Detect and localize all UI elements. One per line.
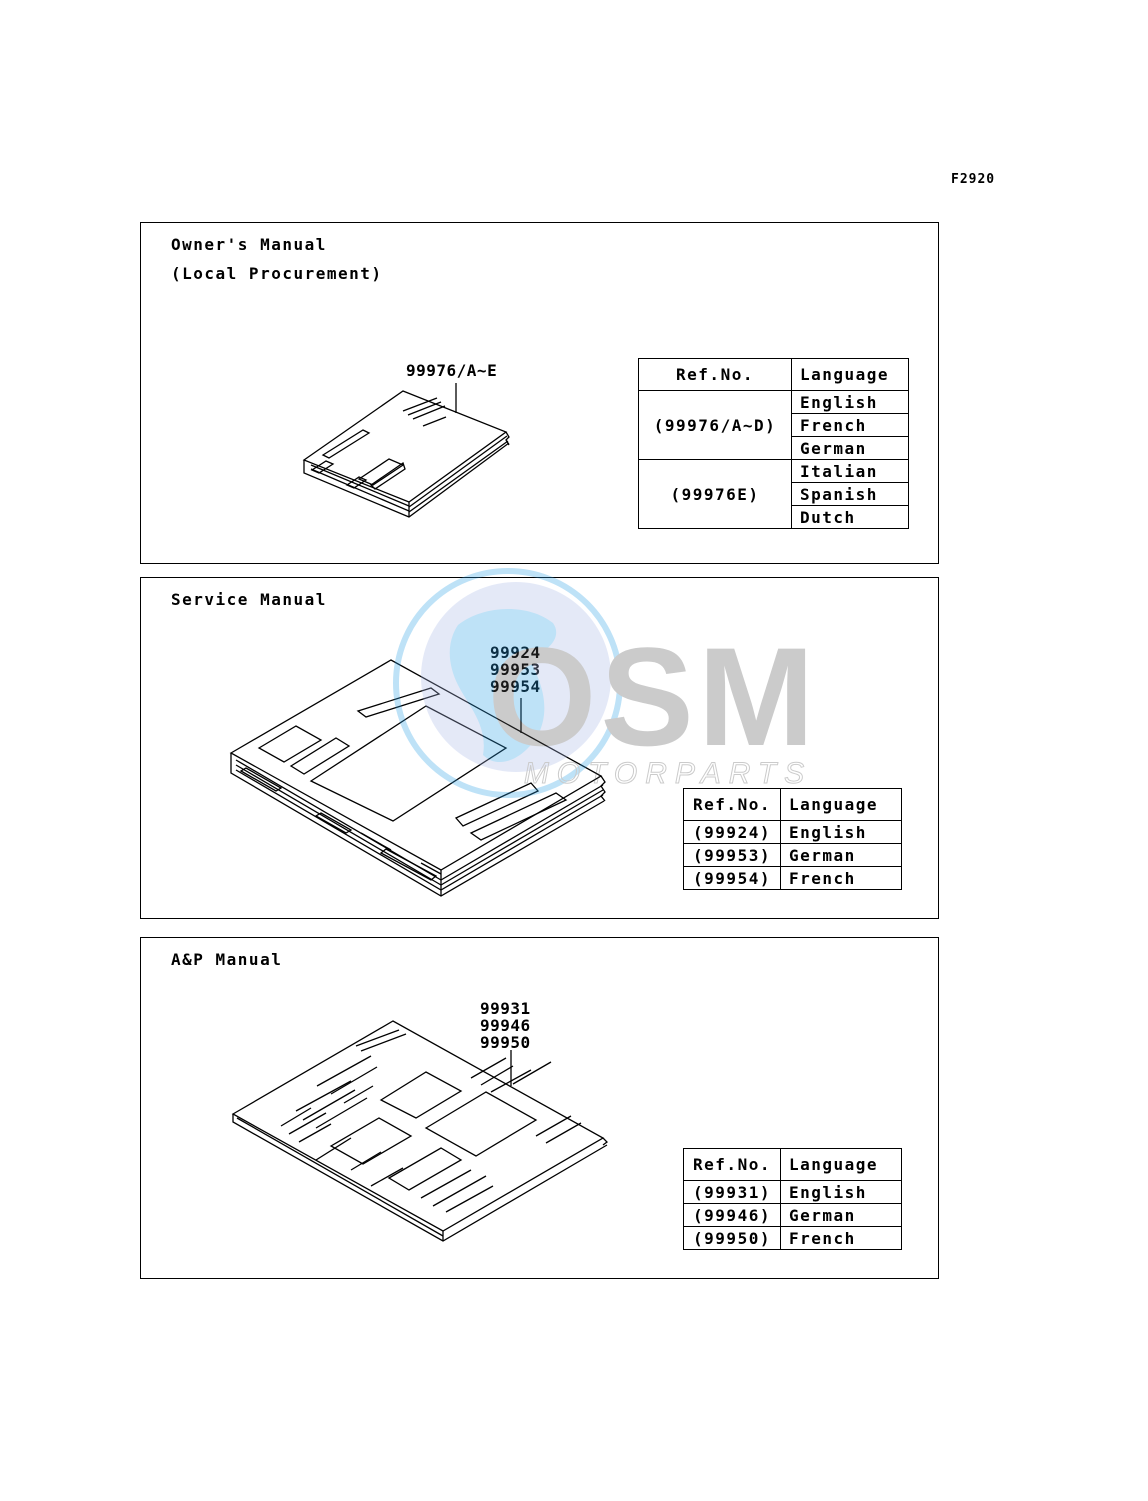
table-header-language: Language <box>780 788 902 821</box>
owners-manual-panel: Owner's Manual (Local Procurement) 99976… <box>140 222 939 564</box>
table-cell-language: French <box>780 866 902 890</box>
ap-manual-panel: A&P Manual <box>140 937 939 1279</box>
part-number: 99953 <box>490 660 541 679</box>
part-number: 99950 <box>480 1033 531 1052</box>
owners-manual-illustration <box>302 383 510 518</box>
table-cell-language: German <box>791 436 909 460</box>
table-cell-language: English <box>780 820 902 844</box>
table-header-language: Language <box>780 1148 902 1181</box>
table-cell-language: Spanish <box>791 482 909 506</box>
table-cell-language: German <box>780 843 902 867</box>
reference-table: Ref.No. Language (99976/A~D) English Fre… <box>638 358 909 529</box>
table-cell-language: English <box>780 1180 902 1204</box>
ap-manual-illustration <box>231 1020 608 1242</box>
part-number: 99954 <box>490 677 541 696</box>
service-manual-panel: Service Manual 99924 99953 <box>140 577 939 919</box>
part-number: 99976/A~E <box>406 361 498 380</box>
panel-title: Owner's Manual <box>171 235 327 254</box>
figure-code: F2920 <box>951 172 996 187</box>
table-cell-ref: (99924) <box>683 820 781 844</box>
table-header-ref: Ref.No. <box>683 788 781 821</box>
table-cell-ref: (99954) <box>683 866 781 890</box>
part-number: 99946 <box>480 1016 531 1035</box>
table-cell-ref: (99976/A~D) <box>638 390 792 460</box>
table-header-language: Language <box>791 358 909 391</box>
part-number: 99924 <box>490 643 541 662</box>
table-cell-ref: (99950) <box>683 1226 781 1250</box>
table-cell-ref: (99976E) <box>638 459 792 529</box>
reference-table: Ref.No. Language (99924) English (99953)… <box>683 788 902 890</box>
table-header-ref: Ref.No. <box>683 1148 781 1181</box>
table-cell-ref: (99931) <box>683 1180 781 1204</box>
table-cell-language: Dutch <box>791 505 909 529</box>
panel-title: Service Manual <box>171 590 327 609</box>
service-manual-illustration <box>229 659 606 897</box>
panel-subtitle: (Local Procurement) <box>171 264 383 283</box>
table-cell-ref: (99946) <box>683 1203 781 1227</box>
reference-table: Ref.No. Language (99931) English (99946)… <box>683 1148 902 1250</box>
table-header-ref: Ref.No. <box>638 358 792 391</box>
table-cell-ref: (99953) <box>683 843 781 867</box>
table-cell-language: Italian <box>791 459 909 483</box>
panel-title: A&P Manual <box>171 950 283 969</box>
part-number: 99931 <box>480 999 531 1018</box>
table-cell-language: English <box>791 390 909 414</box>
table-cell-language: French <box>780 1226 902 1250</box>
table-cell-language: German <box>780 1203 902 1227</box>
table-cell-language: French <box>791 413 909 437</box>
